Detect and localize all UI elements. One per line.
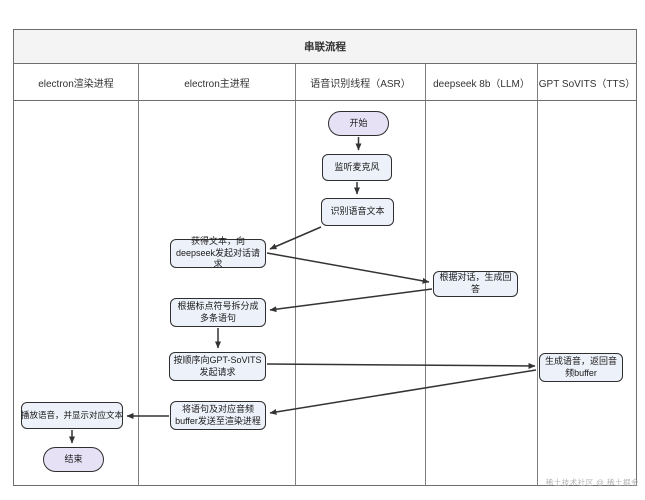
node-end: 结束 [43,447,104,472]
node-gen-voice: 生成语音，返回音频buffer [539,353,623,382]
node-get-text: 获得文本，向deepseek发起对话请求 [170,236,266,269]
lane-header-asr: 语音识别线程（ASR） [296,64,426,100]
diagram-title: 串联流程 [14,30,636,64]
node-split-sentences: 根据标点符号拆分成多条语句 [170,298,266,327]
lane-llm [426,101,538,486]
lane-header-electron-main: electron主进程 [139,64,296,100]
node-request-tts: 按顺序向GPT-SoVITS发起请求 [169,352,266,381]
node-listen-mic: 监听麦克风 [322,154,392,181]
node-send-buffer: 将语句及对应音频buffer发送至渲染进程 [170,401,266,430]
node-play-voice: 播放语音，并显示对应文本 [21,402,123,429]
lane-header-row: electron渲染进程 electron主进程 语音识别线程（ASR） dee… [14,64,636,101]
watermark: 稀土技术社区 @ 稀土掘金 [545,478,639,487]
node-gen-answer: 根据对话，生成回答 [433,271,518,297]
lane-header-electron-render: electron渲染进程 [14,64,139,100]
node-recognize-text: 识别语音文本 [321,198,394,226]
lane-electron-render [14,101,139,486]
lane-header-tts: GPT SoVITS（TTS） [538,78,636,90]
node-start: 开始 [328,111,389,136]
lane-header-llm: deepseek 8b（LLM） [426,64,538,100]
lane-tts [538,101,636,486]
